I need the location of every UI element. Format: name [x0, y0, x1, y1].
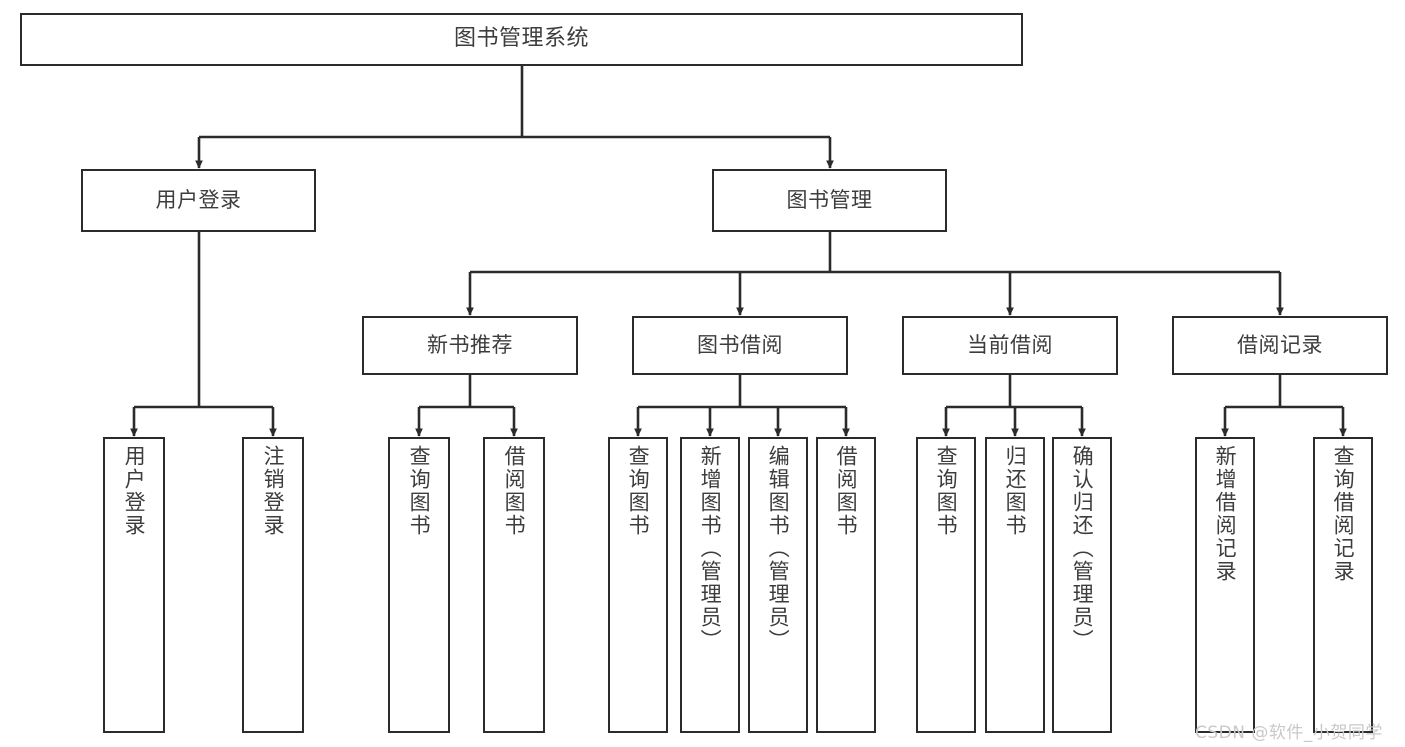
- node-leaf-bb-edit[interactable]: 编辑图书（管理员）: [748, 437, 808, 733]
- node-current[interactable]: 当前借阅: [902, 316, 1118, 375]
- node-label: 借阅图书: [834, 445, 859, 537]
- node-leaf-rec-query[interactable]: 查询借阅记录: [1313, 437, 1373, 733]
- node-leaf-bb-add[interactable]: 新增图书（管理员）: [680, 437, 740, 733]
- node-label: 新增图书（管理员）: [698, 445, 723, 652]
- node-label: 图书借阅: [697, 332, 783, 357]
- node-borrow[interactable]: 图书借阅: [632, 316, 848, 375]
- node-leaf-cur-confirm[interactable]: 确认归还（管理员）: [1052, 437, 1112, 733]
- node-label: 借阅记录: [1237, 332, 1323, 357]
- node-login[interactable]: 用户登录: [81, 169, 316, 232]
- node-bookmgmt[interactable]: 图书管理: [712, 169, 947, 232]
- node-root[interactable]: 图书管理系统: [20, 13, 1023, 66]
- node-label: 查询图书: [626, 445, 651, 537]
- node-label: 查询借阅记录: [1331, 445, 1356, 583]
- node-label: 查询图书: [407, 445, 432, 537]
- node-leaf-bb-borrow[interactable]: 借阅图书: [816, 437, 876, 733]
- csdn-watermark: CSDN @软件_小贺同学: [1195, 723, 1383, 743]
- node-label: 新书推荐: [427, 332, 513, 357]
- node-label: 当前借阅: [967, 332, 1053, 357]
- node-leaf-cur-query[interactable]: 查询图书: [916, 437, 976, 733]
- node-leaf-new-query[interactable]: 查询图书: [388, 437, 450, 733]
- node-label: 编辑图书（管理员）: [766, 445, 791, 652]
- node-label: 新增借阅记录: [1213, 445, 1238, 583]
- node-leaf-rec-add[interactable]: 新增借阅记录: [1195, 437, 1255, 733]
- node-label: 确认归还（管理员）: [1070, 445, 1095, 652]
- node-label: 图书管理系统: [453, 26, 589, 52]
- node-label: 图书管理: [786, 187, 873, 212]
- node-leaf-bb-query[interactable]: 查询图书: [608, 437, 668, 733]
- node-label: 借阅图书: [502, 445, 527, 537]
- node-leaf-user-logout[interactable]: 注销登录: [242, 437, 304, 733]
- node-leaf-cur-return[interactable]: 归还图书: [985, 437, 1045, 733]
- node-label: 归还图书: [1003, 445, 1028, 537]
- node-label: 查询图书: [934, 445, 959, 537]
- node-newbook[interactable]: 新书推荐: [362, 316, 578, 375]
- node-label: 用户登录: [122, 445, 147, 537]
- node-label: 用户登录: [155, 187, 242, 212]
- node-leaf-new-borrow[interactable]: 借阅图书: [483, 437, 545, 733]
- node-leaf-user-login[interactable]: 用户登录: [103, 437, 165, 733]
- node-label: 注销登录: [261, 445, 286, 537]
- node-records[interactable]: 借阅记录: [1172, 316, 1388, 375]
